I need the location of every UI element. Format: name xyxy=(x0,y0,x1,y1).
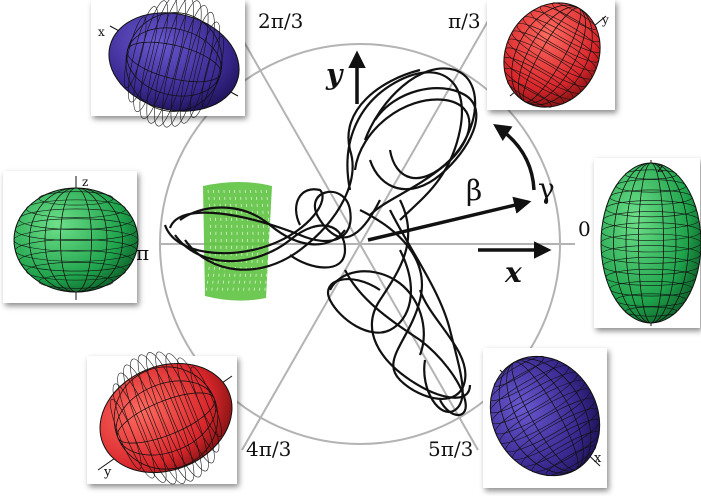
inset-axis-label-z-left: z xyxy=(82,175,88,189)
ellipsoid-red-bottom xyxy=(99,362,233,474)
trajectory-loop xyxy=(368,87,478,191)
angle-label-5pi3: 5π/3 xyxy=(428,437,473,461)
trajectory-loop xyxy=(174,224,347,269)
angle-label-2pi3: 2π/3 xyxy=(258,9,303,33)
angle-label-pi3: π/3 xyxy=(448,9,481,33)
spoke-pi3-4pi3 xyxy=(241,13,493,451)
green-band xyxy=(203,182,272,301)
trajectory-loop xyxy=(184,68,421,271)
ellipsoid-green-left xyxy=(13,187,139,293)
trajectory-loop xyxy=(179,206,346,246)
inset-top-left-content: x xyxy=(98,0,240,128)
inset-axis-label-x-bottom: x xyxy=(594,451,602,466)
ellipsoid-mesh xyxy=(124,0,224,128)
ellipsoid-mesh xyxy=(489,355,601,477)
trajectory-loop xyxy=(168,190,381,243)
angle-label-4pi3: 4π/3 xyxy=(246,437,291,461)
green-band-hatching xyxy=(205,189,270,295)
inset-top-right-content: y xyxy=(503,2,609,108)
beta-arrow xyxy=(367,196,532,242)
x-axis-label: x xyxy=(504,256,522,289)
trajectory-loop xyxy=(370,199,472,399)
gamma-arc-arrow xyxy=(493,124,536,191)
inset-axis-label-x-top: x xyxy=(98,25,105,39)
trajectory-loop xyxy=(327,249,412,334)
spoke-2pi3-5pi3 xyxy=(227,13,479,451)
trajectory-loop xyxy=(163,188,324,255)
ellipsoid-mesh xyxy=(503,2,601,108)
trajectory-loop xyxy=(344,269,467,417)
gamma-label: γ xyxy=(538,172,555,205)
ellipsoid-mesh xyxy=(13,187,139,293)
polar-frame xyxy=(159,13,575,451)
beta-label: β xyxy=(466,174,482,207)
ellipsoid-green-right xyxy=(600,162,701,324)
inset-bottom-left-content: y xyxy=(97,351,233,485)
inset-bottom-right-content: x xyxy=(489,355,602,477)
inset-axis-label-y-top: y xyxy=(601,13,609,27)
ellipsoid-mesh xyxy=(600,162,701,324)
axis-arrows xyxy=(348,50,552,259)
y-axis-label: y xyxy=(325,58,344,91)
trajectory-loop xyxy=(329,270,425,356)
inset-axis-label-z-right: z xyxy=(657,161,663,175)
inset-left-content: z xyxy=(13,175,139,300)
trajectory-loop xyxy=(346,71,463,221)
angle-label-pi: π xyxy=(136,241,149,265)
trajectory-loop xyxy=(359,209,467,400)
trajectory-loop xyxy=(363,67,477,180)
angle-label-0: 0 xyxy=(578,217,591,241)
trajectory-loop xyxy=(353,98,471,216)
labels: 2π/3 π/3 π 0 4π/3 5π/3 y x β γ xyxy=(136,9,591,461)
inset-axis-label-y-bottom: y xyxy=(103,465,112,480)
trajectory xyxy=(163,67,478,417)
inset-right-content: z xyxy=(600,160,701,326)
ellipsoid-mesh xyxy=(110,351,222,485)
trajectory-loop xyxy=(389,209,464,413)
